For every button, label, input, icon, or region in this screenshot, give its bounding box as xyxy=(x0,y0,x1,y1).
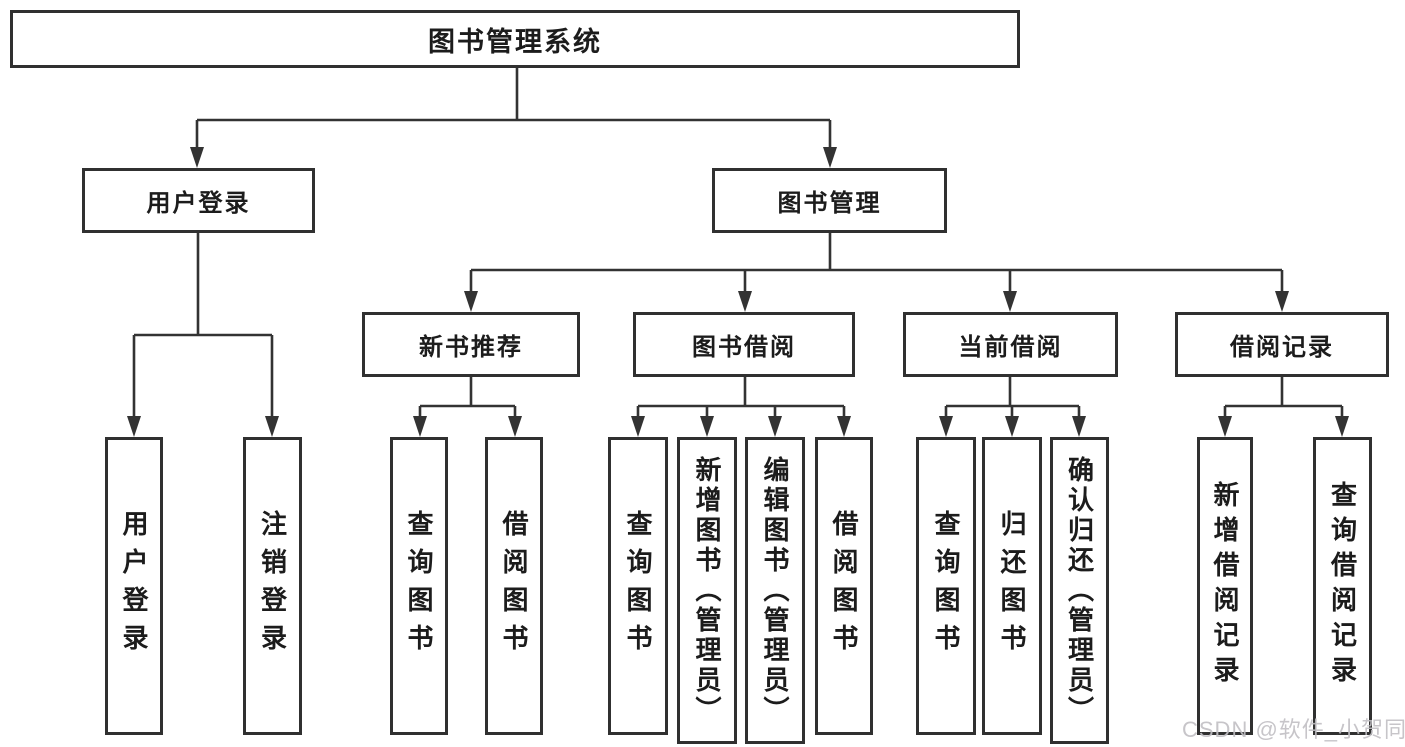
leaf-user-login: 用户登录 xyxy=(105,437,163,735)
leaf-add-borrow-record: 新增借阅记录 xyxy=(1197,437,1253,735)
arrowhead xyxy=(413,416,427,437)
node-label: 图书管理系统 xyxy=(428,26,602,57)
node-new-book-recommend: 新书推荐 xyxy=(362,312,580,377)
leaf-query-books-current: 查询图书 xyxy=(916,437,976,735)
node-label: 编辑图书（管理员） xyxy=(760,455,790,726)
node-label: 归还图书 xyxy=(997,510,1027,662)
connector-root-to-level2 xyxy=(195,68,832,147)
node-label: 确认归还（管理员） xyxy=(1064,455,1095,726)
arrowhead xyxy=(768,416,782,437)
arrowhead xyxy=(738,291,752,312)
connector-userlogin-to-leaves xyxy=(132,233,274,416)
node-label: 当前借阅 xyxy=(958,334,1063,361)
leaf-query-borrow-record: 查询借阅记录 xyxy=(1313,437,1372,735)
arrowhead xyxy=(1003,291,1017,312)
node-label: 图书管理 xyxy=(777,190,882,217)
node-user-login: 用户登录 xyxy=(82,168,315,233)
connector-newbook-to-leaves xyxy=(418,377,517,416)
node-label: 借阅图书 xyxy=(829,510,859,662)
arrowhead xyxy=(1335,416,1349,437)
node-root-system: 图书管理系统 xyxy=(10,10,1020,68)
node-label: 查询图书 xyxy=(623,510,653,662)
node-borrow-records: 借阅记录 xyxy=(1175,312,1389,377)
arrowhead xyxy=(464,291,478,312)
arrowhead xyxy=(837,416,851,437)
leaf-borrow-books-recommend: 借阅图书 xyxy=(485,437,543,735)
arrowhead xyxy=(631,416,645,437)
connector-bookborrow-to-leaves xyxy=(636,377,846,416)
leaf-confirm-return-admin: 确认归还（管理员） xyxy=(1050,437,1109,744)
node-label: 查询借阅记录 xyxy=(1327,481,1358,691)
node-label: 注销登录 xyxy=(257,510,288,662)
node-label: 查询图书 xyxy=(931,510,961,662)
arrowhead xyxy=(1005,416,1019,437)
connector-records-to-leaves xyxy=(1223,377,1344,416)
connector-bookmgmt-to-level3 xyxy=(469,233,1284,291)
connector-currentborrow-to-leaves xyxy=(944,377,1081,416)
arrowhead xyxy=(1072,416,1086,437)
leaf-borrow-books-borrow: 借阅图书 xyxy=(815,437,873,735)
arrowhead xyxy=(1218,416,1232,437)
arrowhead xyxy=(823,147,837,168)
node-label: 图书借阅 xyxy=(692,334,796,361)
node-label: 新书推荐 xyxy=(419,334,523,361)
arrowhead xyxy=(265,416,279,437)
leaf-query-books-recommend: 查询图书 xyxy=(390,437,448,735)
node-label: 查询图书 xyxy=(404,510,434,662)
node-book-management: 图书管理 xyxy=(712,168,947,233)
arrowhead xyxy=(190,147,204,168)
arrowhead xyxy=(1275,291,1289,312)
arrowhead xyxy=(127,416,141,437)
leaf-logout: 注销登录 xyxy=(243,437,302,735)
csdn-watermark: CSDN @软件_小贺同学 xyxy=(1182,717,1405,742)
node-book-borrow: 图书借阅 xyxy=(633,312,855,377)
leaf-edit-book-admin: 编辑图书（管理员） xyxy=(745,437,805,744)
node-current-borrow: 当前借阅 xyxy=(903,312,1118,377)
node-label: 借阅记录 xyxy=(1230,334,1334,361)
arrowhead xyxy=(508,416,522,437)
leaf-query-books-borrow: 查询图书 xyxy=(608,437,668,735)
leaf-add-book-admin: 新增图书（管理员） xyxy=(677,437,737,744)
arrowhead xyxy=(700,416,714,437)
leaf-return-books: 归还图书 xyxy=(982,437,1042,735)
node-label: 新增借阅记录 xyxy=(1210,481,1240,691)
node-label: 新增图书（管理员） xyxy=(692,455,722,726)
node-label: 借阅图书 xyxy=(499,510,529,662)
node-label: 用户登录 xyxy=(146,190,251,217)
arrowhead xyxy=(939,416,953,437)
node-label: 用户登录 xyxy=(119,510,149,662)
